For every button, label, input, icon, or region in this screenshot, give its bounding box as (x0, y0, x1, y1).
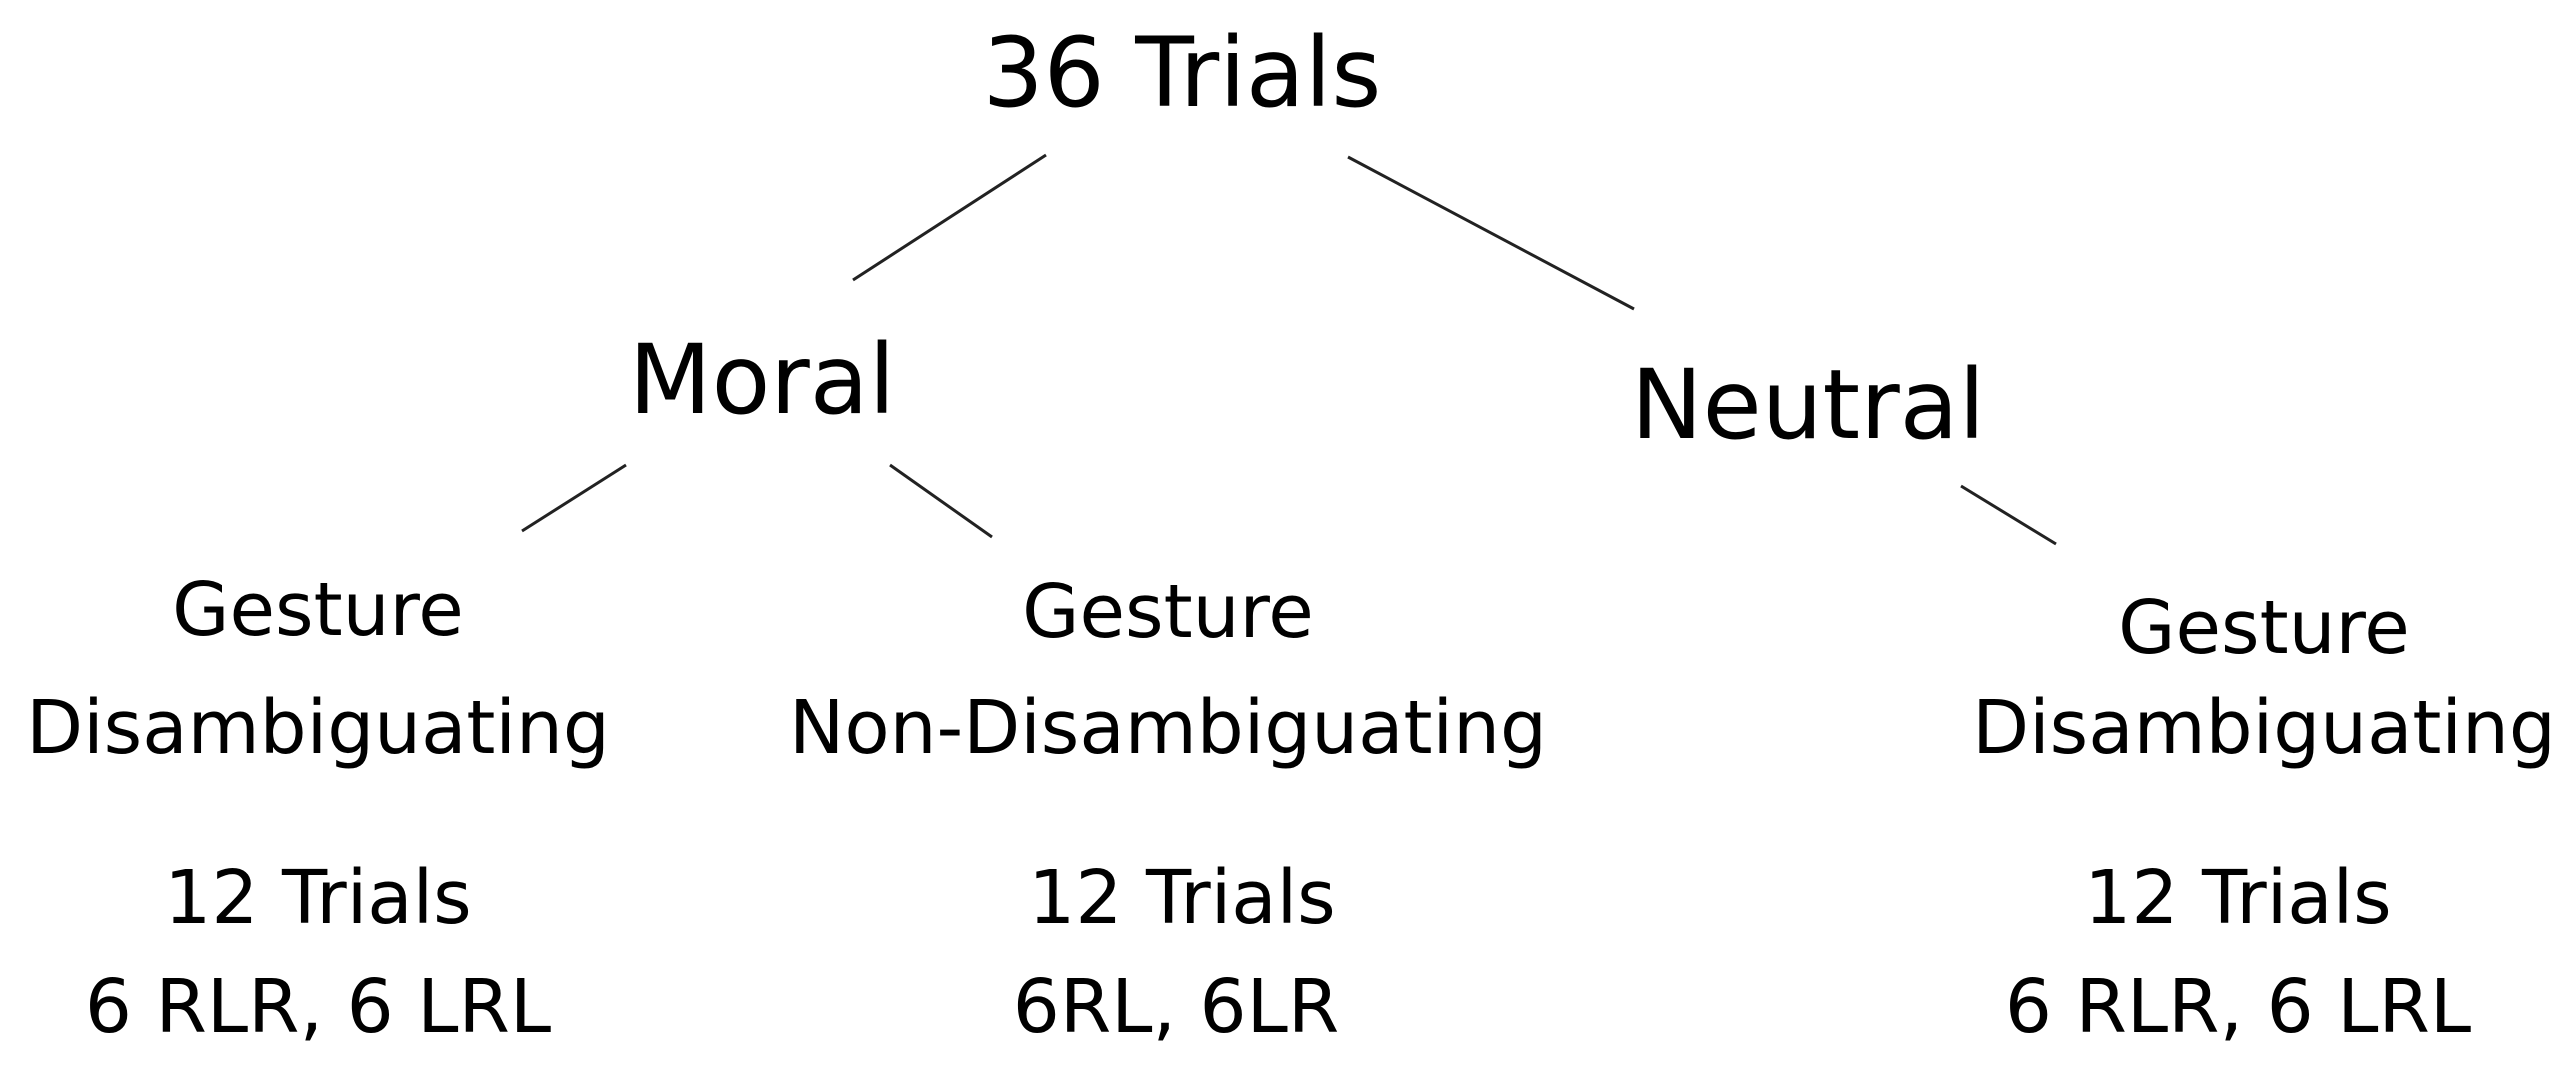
leaf-1-orders: 6 RLR, 6 LRL (84, 964, 552, 1050)
root-node-label: 36 Trials (982, 17, 1382, 129)
edge-neutral-leaf-3 (1960, 484, 2057, 546)
edge-root-moral (852, 153, 1047, 282)
category-moral-label: Moral (628, 324, 896, 436)
leaf-2-count: 12 Trials (1028, 855, 1336, 941)
leaf-3-line1: Gesture (2118, 585, 2410, 671)
leaf-1-line2: Disambiguating (26, 685, 610, 771)
leaf-1-count: 12 Trials (164, 855, 472, 941)
leaf-1-line1: Gesture (172, 567, 464, 653)
edge-root-neutral (1347, 155, 1635, 311)
edge-moral-leaf-2 (889, 463, 993, 539)
leaf-3-orders: 6 RLR, 6 LRL (2004, 964, 2472, 1050)
category-neutral-label: Neutral (1630, 349, 1986, 461)
leaf-2-orders: 6RL, 6LR (1012, 964, 1340, 1050)
leaf-3-line2: Disambiguating (1972, 685, 2556, 771)
edge-moral-leaf-1 (521, 463, 627, 533)
leaf-2-line2: Non-Disambiguating (789, 685, 1547, 771)
leaf-3-count: 12 Trials (2084, 855, 2392, 941)
leaf-2-line1: Gesture (1022, 569, 1314, 655)
